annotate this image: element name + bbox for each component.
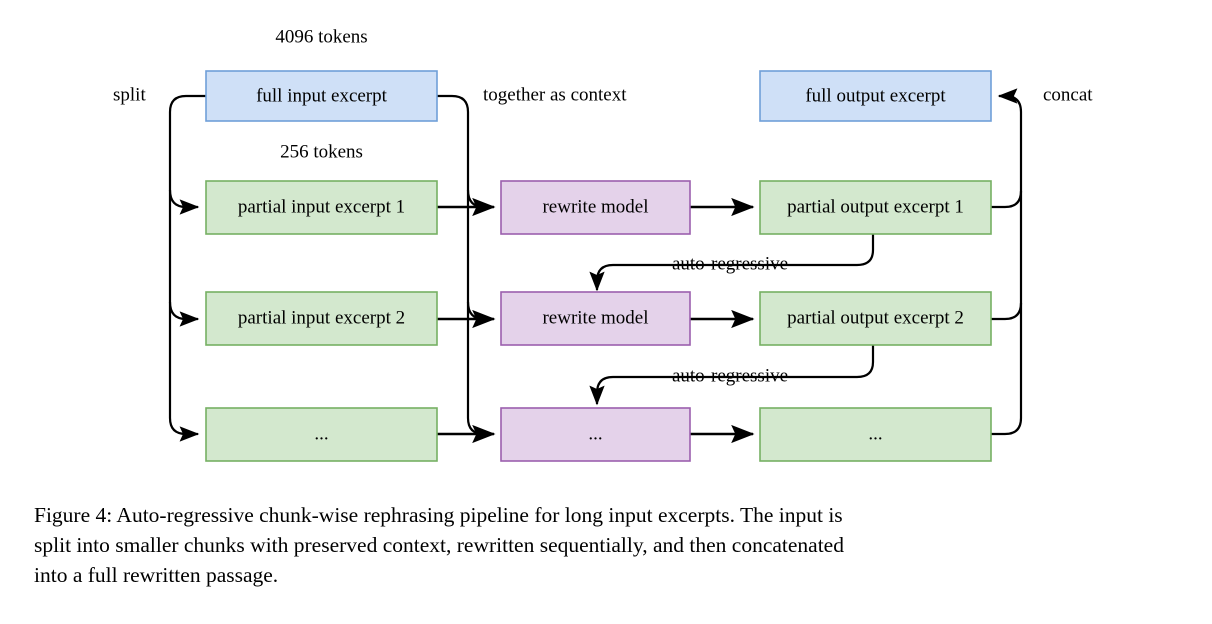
node-rewrite-model-more-label: ...	[588, 423, 602, 444]
node-partial-output-excerpt-more[interactable]: ...	[759, 407, 992, 462]
node-rewrite-model-1[interactable]: rewrite model	[500, 180, 691, 235]
label-tokens-partial: 256 tokens	[280, 141, 363, 162]
diagram-canvas: full input excerpt full output excerpt p…	[113, 26, 1093, 462]
edge-context-group	[437, 94, 485, 436]
edge-autoregressive-1-path	[589, 234, 875, 292]
node-partial-input-excerpt-more-label: ...	[314, 423, 328, 444]
node-full-output-excerpt-box[interactable]	[759, 70, 992, 122]
caption-line-1: Figure 4: Auto-regressive chunk-wise rep…	[34, 503, 843, 527]
edge-concat-from-output-2	[990, 302, 1023, 321]
node-partial-output-excerpt-more-label: ...	[868, 423, 882, 444]
edge-split-to-input-2	[168, 301, 200, 327]
node-rewrite-model-2-label: rewrite model	[542, 307, 648, 328]
node-partial-input-excerpt-more[interactable]: ...	[205, 407, 438, 462]
edge-autoregressive-2-path	[589, 345, 875, 406]
node-partial-output-excerpt-1[interactable]: partial output excerpt 1	[759, 180, 992, 235]
label-auto-regressive-2: auto-regressive	[672, 365, 788, 386]
node-partial-input-excerpt-2-box[interactable]	[205, 291, 438, 346]
node-partial-input-excerpt-1[interactable]: partial input excerpt 1	[205, 180, 438, 235]
node-rewrite-model-1-box[interactable]	[500, 180, 691, 235]
caption-line-3: into a full rewritten passage.	[34, 563, 279, 587]
node-full-input-excerpt-box[interactable]	[205, 70, 438, 122]
node-full-output-excerpt[interactable]: full output excerpt	[759, 70, 992, 122]
edge-split-spine	[168, 94, 206, 436]
edge-concat-group	[990, 88, 1023, 436]
node-partial-input-excerpt-1-label: partial input excerpt 1	[238, 196, 405, 217]
node-partial-output-excerpt-2[interactable]: partial output excerpt 2	[759, 291, 992, 346]
pipeline-diagram: full input excerpt full output excerpt p…	[113, 26, 1093, 462]
edge-split-to-input-1	[168, 189, 200, 215]
label-split: split	[113, 84, 146, 105]
caption-line-2: split into smaller chunks with preserved…	[34, 533, 844, 557]
node-partial-output-excerpt-1-box[interactable]	[759, 180, 992, 235]
node-partial-output-excerpt-more-box[interactable]	[759, 407, 992, 462]
node-rewrite-model-more[interactable]: ...	[500, 407, 691, 462]
edge-context-to-model-1	[466, 189, 485, 209]
label-concat: concat	[1043, 84, 1093, 105]
node-partial-input-excerpt-more-box[interactable]	[205, 407, 438, 462]
label-tokens-full: 4096 tokens	[275, 26, 367, 47]
node-rewrite-model-2[interactable]: rewrite model	[500, 291, 691, 346]
node-partial-output-excerpt-2-box[interactable]	[759, 291, 992, 346]
edge-context-to-model-2	[466, 301, 485, 321]
node-partial-output-excerpt-2-label: partial output excerpt 2	[787, 307, 964, 328]
node-full-output-excerpt-label: full output excerpt	[805, 85, 946, 106]
edge-concat-from-output-1	[990, 190, 1023, 209]
node-partial-input-excerpt-1-box[interactable]	[205, 180, 438, 235]
node-partial-input-excerpt-2[interactable]: partial input excerpt 2	[205, 291, 438, 346]
node-full-input-excerpt-label: full input excerpt	[256, 85, 388, 106]
edge-split-group	[168, 94, 206, 442]
label-together-as-context: together as context	[483, 84, 627, 105]
label-auto-regressive-1: auto-regressive	[672, 253, 788, 274]
node-partial-input-excerpt-2-label: partial input excerpt 2	[238, 307, 405, 328]
node-rewrite-model-1-label: rewrite model	[542, 196, 648, 217]
node-rewrite-model-2-box[interactable]	[500, 291, 691, 346]
edge-concat-spine	[990, 88, 1023, 436]
edge-autoregressive-1	[589, 234, 875, 292]
node-rewrite-model-more-box[interactable]	[500, 407, 691, 462]
figure-caption: Figure 4: Auto-regressive chunk-wise rep…	[34, 500, 1184, 590]
edge-context-spine	[437, 94, 485, 436]
edge-autoregressive-2	[589, 345, 875, 406]
node-partial-output-excerpt-1-label: partial output excerpt 1	[787, 196, 964, 217]
node-full-input-excerpt[interactable]: full input excerpt	[205, 70, 438, 122]
